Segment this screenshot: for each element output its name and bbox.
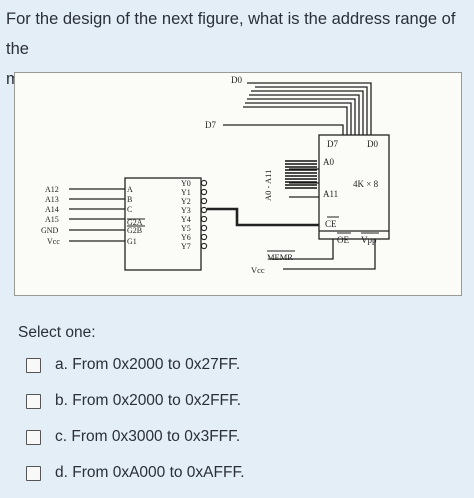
option-b-checkbox[interactable]: [26, 393, 41, 409]
select-one-label: Select one:: [18, 324, 96, 341]
option-b-label[interactable]: b. From 0x2000 to 0x2FFF.: [55, 392, 242, 409]
signal-a14: A14: [45, 205, 59, 214]
bus-label-d7: D7: [205, 120, 216, 130]
decoder-output-y2: Y2: [181, 197, 191, 206]
signal-a15: A15: [45, 215, 59, 224]
signal-gnd: GND: [41, 226, 59, 235]
option-b[interactable]: b. From 0x2000 to 0x2FFF.: [26, 388, 241, 414]
option-c-label[interactable]: c. From 0x3000 to 0x3FFF.: [55, 428, 241, 445]
decoder-input-g2a: G2A: [127, 218, 143, 227]
memr-label: MEMR: [267, 252, 293, 262]
signal-a12: A12: [45, 185, 59, 194]
option-c-checkbox[interactable]: [26, 429, 41, 445]
memory-oe-label: OE: [337, 235, 349, 245]
decoder-input-a: A: [127, 185, 133, 194]
signal-a13: A13: [45, 195, 59, 204]
memory-vpp-label: Vpp: [361, 235, 377, 245]
memory-size-label: 4K × 8: [353, 179, 379, 189]
decoder-output-y5: Y5: [181, 224, 191, 233]
circuit-diagram: D0 D7 D7 D0 A0 A11 4K × 8 CE OE Vpp A0 -…: [41, 75, 390, 275]
decoder-input-g1: G1: [127, 237, 137, 246]
option-c[interactable]: c. From 0x3000 to 0x3FFF.: [26, 424, 240, 450]
memory-a0-label: A0: [323, 157, 334, 167]
option-d[interactable]: d. From 0xA000 to 0xAFFF.: [26, 460, 245, 486]
option-d-checkbox[interactable]: [26, 465, 41, 481]
signal-vcc: Vcc: [47, 237, 60, 246]
circuit-figure: D0 D7 D7 D0 A0 A11 4K × 8 CE OE Vpp A0 -…: [14, 72, 462, 296]
option-a-checkbox[interactable]: [26, 357, 41, 373]
decoder-output-y7: Y7: [181, 242, 191, 251]
decoder-output-y0: Y0: [181, 179, 191, 188]
memory-ce-label: CE: [325, 219, 337, 229]
decoder-output-y4: Y4: [181, 215, 191, 224]
memory-d7-label: D7: [327, 139, 338, 149]
decoder-input-c: C: [127, 205, 132, 214]
bus-label-d0: D0: [231, 75, 242, 85]
address-bus-label: A0 - A11: [263, 170, 273, 201]
decoder-output-y3: Y3: [181, 206, 191, 215]
question-line-1: For the design of the next figure, what …: [6, 10, 456, 58]
decoder-output-y1: Y1: [181, 188, 191, 197]
decoder-input-b: B: [127, 195, 132, 204]
option-d-label[interactable]: d. From 0xA000 to 0xAFFF.: [55, 464, 245, 481]
option-a-label[interactable]: a. From 0x2000 to 0x27FF.: [55, 356, 241, 373]
vcc-label: Vcc: [251, 265, 265, 275]
decoder-output-y6: Y6: [181, 233, 191, 242]
option-a[interactable]: a. From 0x2000 to 0x27FF.: [26, 352, 240, 378]
memory-d0-label: D0: [367, 139, 378, 149]
decoder-input-g2b: G2B: [127, 226, 142, 235]
memory-a11-label: A11: [323, 189, 338, 199]
